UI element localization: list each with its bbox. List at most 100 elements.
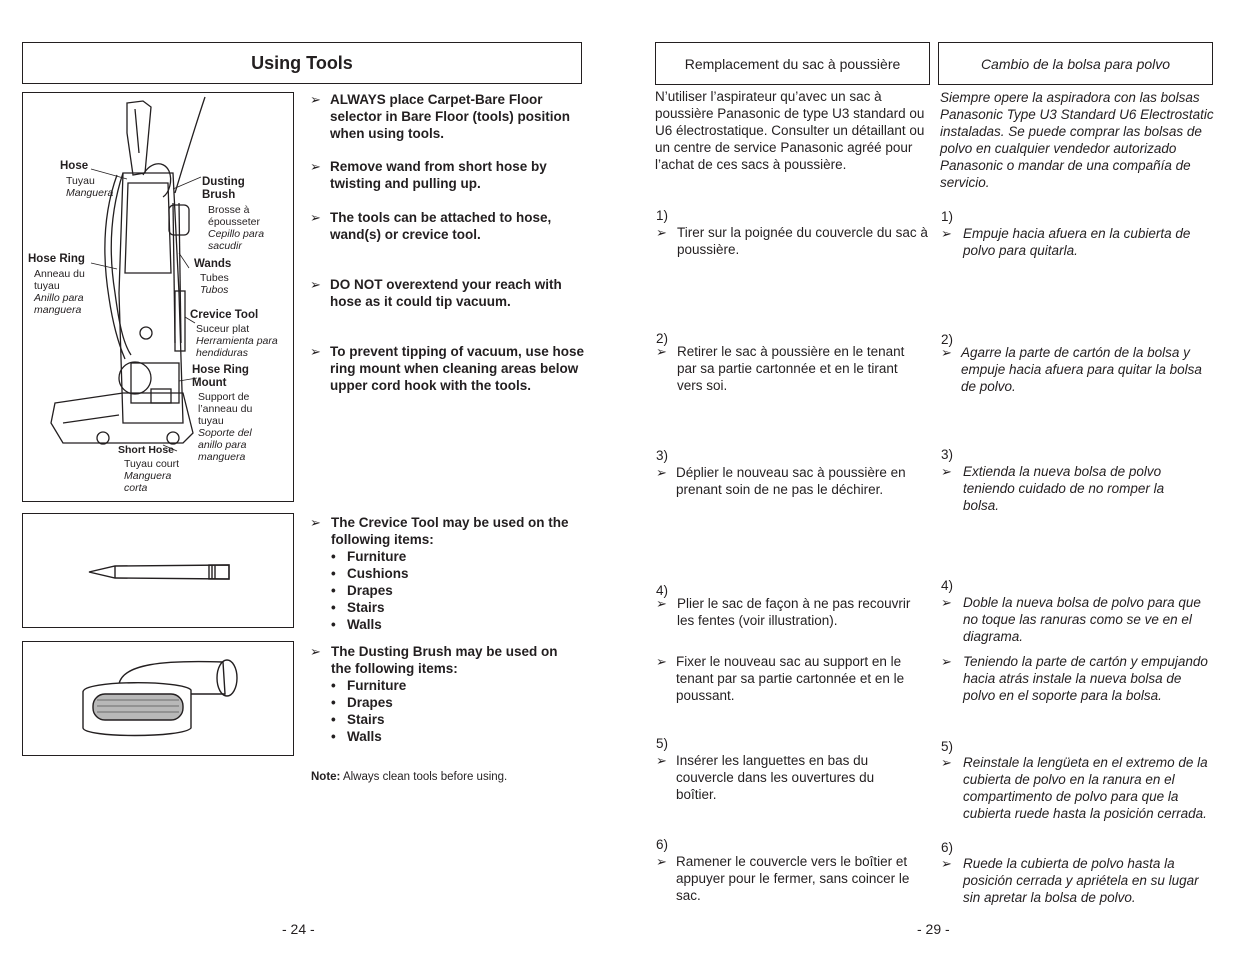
page-number-right: - 29 -: [917, 921, 950, 937]
arrow-icon: ➢: [310, 159, 321, 174]
spanish-step-4-text: Doble la nueva bolsa de polvo para que n…: [963, 595, 1201, 644]
label-dusting-brush-fr: Brosse à épousseter: [208, 204, 260, 228]
page-title: Using Tools: [251, 52, 353, 73]
arrow-icon: ➢: [941, 345, 952, 360]
french-title-box: Remplacement du sac à poussière: [655, 42, 930, 85]
label-wands-fr: Tubes: [200, 272, 229, 284]
french-step-4-text: Plier le sac de façon à ne pas recouvrir…: [677, 596, 911, 628]
french-step-2-number: 2): [656, 331, 669, 346]
arrow-icon: ➢: [310, 210, 321, 225]
note: Note: Always clean tools before using.: [311, 771, 507, 783]
arrow-icon: ➢: [310, 515, 321, 530]
spanish-step-4-number: 4): [941, 578, 954, 593]
crevice-tool-image: [22, 513, 294, 628]
crevice-tool-icon: [88, 564, 230, 580]
instruction-4: DO NOT overextend your reach with hose a…: [330, 277, 562, 309]
page-number-left: - 24 -: [282, 921, 315, 937]
french-step-6-text: Ramener le couvercle vers le boîtier et …: [676, 854, 910, 903]
instruction-3: The tools can be attached to hose, wand(…: [330, 210, 552, 242]
french-intro: N’utiliser l’aspirateur qu’avec un sac à…: [655, 89, 925, 172]
spanish-step-6-text: Ruede la cubierta de polvo hasta la posi…: [963, 856, 1199, 905]
spanish-step-4-text-2: Teniendo la parte de cartón y empujando …: [963, 654, 1208, 703]
spanish-intro: Siempre opere la aspiradora con las bols…: [940, 90, 1214, 190]
spanish-title-box: Cambio de la bolsa para polvo: [938, 42, 1213, 85]
spanish-step-1-text: Empuje hacia afuera en la cubierta de po…: [963, 226, 1191, 258]
list-item: Cushions: [331, 565, 409, 582]
vacuum-illustration: [50, 96, 206, 452]
label-hose: Hose: [60, 160, 89, 172]
arrow-icon: ➢: [656, 344, 667, 359]
list-item: Furniture: [331, 548, 409, 565]
arrow-icon: ➢: [656, 596, 667, 611]
label-hose-es: Manguera: [66, 187, 114, 199]
arrow-icon: ➢: [656, 753, 667, 768]
label-hose-fr: Tuyau: [66, 175, 95, 187]
label-crevice-tool-es: Herramienta para hendiduras: [196, 335, 278, 359]
label-crevice-tool: Crevice Tool: [190, 309, 259, 321]
label-short-hose-es: Manguera corta: [124, 470, 172, 494]
french-step-1-number: 1): [656, 208, 669, 223]
arrow-icon: ➢: [656, 654, 667, 669]
label-short-hose-fr: Tuyau court: [124, 458, 180, 470]
label-short-hose: Short Hose: [118, 444, 175, 456]
label-hose-ring-mount-es: Soporte del anillo para manguera: [198, 427, 252, 463]
french-step-6-number: 6): [656, 837, 669, 852]
note-label: Note:: [311, 771, 341, 783]
instruction-1: ALWAYS place Carpet-Bare Floor selector …: [330, 92, 571, 141]
brush-intro: The Dusting Brush may be used on the fol…: [331, 644, 558, 676]
french-step-5-number: 5): [656, 736, 669, 751]
spanish-step-2-text: Agarre la parte de cartón de la bolsa y …: [961, 345, 1202, 394]
label-hose-ring-es: Anillo para manguera: [34, 292, 84, 316]
label-hose-ring-fr: Anneau du tuyau: [34, 268, 85, 292]
arrow-icon: ➢: [941, 226, 952, 241]
label-crevice-tool-fr: Suceur plat: [196, 323, 250, 335]
arrow-icon: ➢: [941, 654, 952, 669]
arrow-icon: ➢: [941, 595, 952, 610]
french-step-1-text: Tirer sur la poignée du couvercle du sac…: [677, 225, 928, 257]
french-title: Remplacement du sac à poussière: [684, 55, 901, 72]
french-step-3-number: 3): [656, 448, 669, 463]
instruction-5: To prevent tipping of vacuum, use hose r…: [330, 344, 585, 393]
french-step-2-text: Retirer le sac à poussière en le tenant …: [677, 344, 905, 393]
spanish-step-6-number: 6): [941, 840, 954, 855]
arrow-icon: ➢: [310, 92, 321, 107]
arrow-icon: ➢: [310, 277, 321, 292]
label-wands-es: Tubos: [200, 284, 229, 296]
label-wands: Wands: [194, 258, 232, 270]
spanish-step-2-number: 2): [941, 332, 954, 347]
arrow-icon: ➢: [941, 464, 952, 479]
label-hose-ring: Hose Ring: [28, 253, 85, 265]
spanish-step-5-number: 5): [941, 739, 954, 754]
arrow-icon: ➢: [941, 755, 952, 770]
list-item: Walls: [331, 728, 406, 745]
arrow-icon: ➢: [310, 644, 321, 659]
brush-item-list: Furniture Drapes Stairs Walls: [331, 677, 406, 745]
label-dusting-brush-es: Cepillo para sacudir: [208, 228, 265, 252]
french-step-3-text: Déplier le nouveau sac à poussière en pr…: [676, 465, 906, 497]
crevice-item-list: Furniture Cushions Drapes Stairs Walls: [331, 548, 409, 633]
dusting-brush-image: [22, 641, 294, 756]
spanish-step-3-text: Extienda la nueva bolsa de polvo teniend…: [963, 464, 1165, 513]
label-hose-ring-mount-fr: Support de l’anneau du tuyau: [198, 391, 253, 427]
spanish-step-3-number: 3): [941, 447, 954, 462]
spanish-title: Cambio de la bolsa para polvo: [980, 55, 1171, 72]
french-step-4-text-2: Fixer le nouveau sac au support en le te…: [676, 654, 905, 703]
french-step-4-number: 4): [656, 583, 669, 598]
note-text: Always clean tools before using.: [342, 771, 508, 783]
spanish-step-5-text: Reinstale la lengüeta en el extremo de l…: [963, 755, 1208, 821]
list-item: Walls: [331, 616, 409, 633]
using-tools-title-box: Using Tools: [22, 42, 582, 84]
list-item: Drapes: [331, 694, 406, 711]
label-hose-ring-mount: Hose Ring Mount: [192, 364, 249, 389]
dusting-brush-icon: [82, 659, 238, 737]
list-item: Furniture: [331, 677, 406, 694]
label-dusting-brush: Dusting Brush: [202, 176, 245, 201]
list-item: Stairs: [331, 711, 406, 728]
list-item: Stairs: [331, 599, 409, 616]
arrow-icon: ➢: [656, 854, 667, 869]
arrow-icon: ➢: [656, 225, 667, 240]
arrow-icon: ➢: [656, 465, 667, 480]
vacuum-diagram: Hose Tuyau Manguera Dusting Brush Brosse…: [22, 92, 294, 502]
arrow-icon: ➢: [310, 344, 321, 359]
crevice-intro: The Crevice Tool may be used on the foll…: [331, 515, 569, 547]
